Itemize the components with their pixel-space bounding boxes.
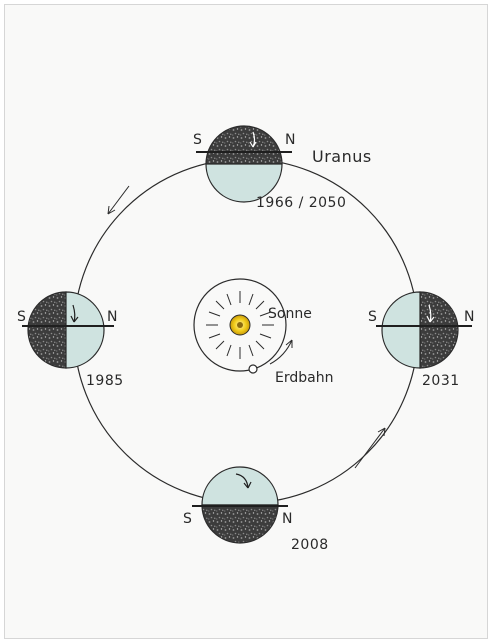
year-left: 1985 bbox=[86, 373, 124, 389]
orbit-arrow-lower-right bbox=[354, 427, 386, 469]
earth bbox=[248, 364, 258, 374]
uranus-top bbox=[196, 125, 292, 203]
earth-orbit-label: Erdbahn bbox=[275, 370, 334, 386]
sun-label: Sonne bbox=[268, 306, 312, 322]
pole-south-top: S bbox=[193, 132, 202, 148]
year-top: 1966 / 2050 bbox=[256, 195, 347, 211]
sun-rays bbox=[206, 291, 274, 359]
year-right: 2031 bbox=[422, 373, 460, 389]
year-bottom: 2008 bbox=[291, 537, 329, 553]
pole-south-bottom: S bbox=[183, 511, 192, 527]
pole-south-left: S bbox=[17, 309, 26, 325]
planet-label: Uranus bbox=[312, 147, 372, 166]
earth-orbit bbox=[193, 278, 287, 372]
earth-orbit-arrow bbox=[269, 339, 293, 365]
uranus-bottom bbox=[192, 466, 288, 544]
pole-north-bottom: N bbox=[282, 511, 293, 527]
pole-north-top: N bbox=[285, 132, 296, 148]
pole-south-right: S bbox=[368, 309, 377, 325]
uranus-left bbox=[22, 291, 114, 369]
uranus-right bbox=[376, 291, 472, 369]
pole-north-left: N bbox=[107, 309, 118, 325]
pole-north-right: N bbox=[464, 309, 475, 325]
orbit-arrow-upper-left bbox=[107, 185, 130, 215]
